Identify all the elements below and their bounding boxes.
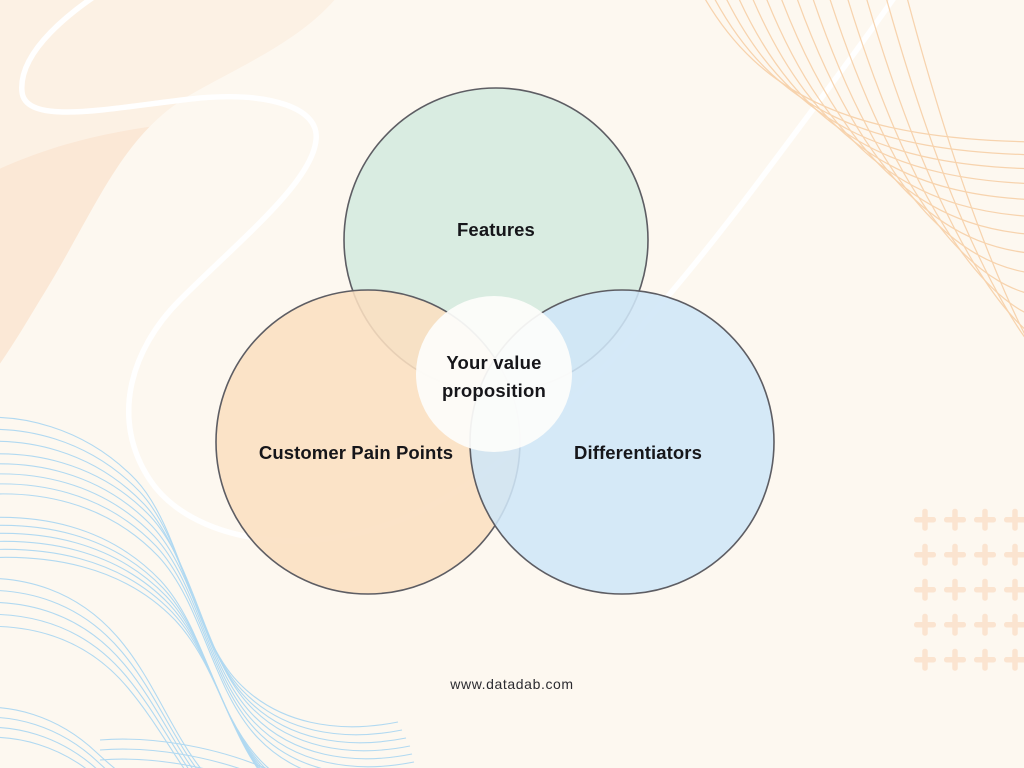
value-proposition-line-1: Your value	[446, 352, 542, 373]
value-proposition-line-2: proposition	[442, 379, 546, 401]
blue-wave-lines-decoration	[0, 417, 415, 768]
plus-grid-decoration	[914, 508, 1024, 671]
value-proposition-circle-shape[interactable]	[416, 296, 572, 452]
concentric-arcs-decoration	[705, 0, 1024, 338]
label-value-proposition: Your value proposition	[404, 349, 584, 405]
label-customer-pain-points: Customer Pain Points	[258, 442, 454, 463]
white-squiggle-decoration	[19, 0, 896, 544]
footer-website-url[interactable]: www.datadab.com	[450, 676, 574, 692]
label-features: Features	[457, 219, 535, 240]
venn-center-overlap[interactable]	[416, 296, 572, 452]
label-differentiators: Differentiators	[574, 442, 702, 463]
peach-blob-decoration	[0, 0, 394, 364]
